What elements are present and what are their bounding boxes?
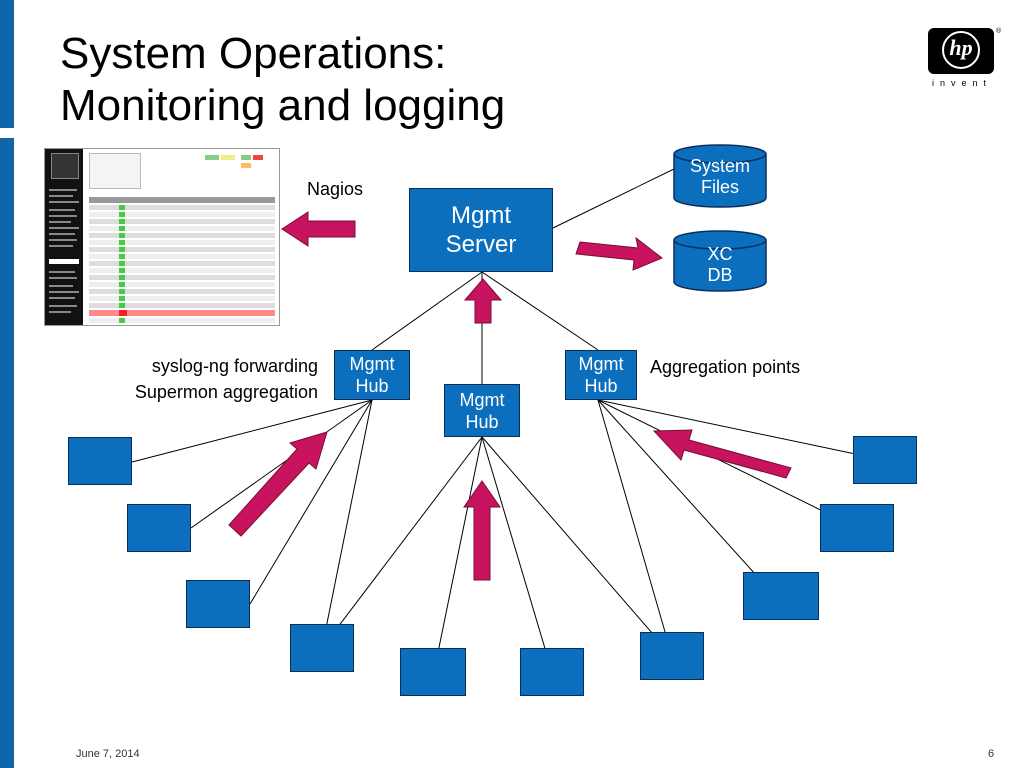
screenshot-service-table xyxy=(89,197,275,323)
edge-hub-left-leaf-2 xyxy=(190,399,373,529)
edge-hub-center-leaf-2 xyxy=(433,436,483,673)
edge-server-system-files xyxy=(552,167,677,229)
edge-hub-right-leaf-1 xyxy=(597,399,673,657)
leaf-node-3 xyxy=(186,580,250,628)
system-files-cylinder xyxy=(673,154,767,208)
edge-server-hub-left xyxy=(371,271,483,351)
screenshot-status-totals xyxy=(205,155,263,168)
edge-hub-center-leaf-4 xyxy=(481,436,673,657)
leaf-node-1 xyxy=(68,437,132,485)
slide-sidebar-bar xyxy=(0,0,14,768)
mgmt-hub-left-box: Mgmt Hub xyxy=(334,350,410,400)
hp-logo-registered: ® xyxy=(996,28,1002,35)
nagios-screenshot-thumbnail xyxy=(44,148,280,326)
title-line-2: Monitoring and logging xyxy=(60,81,506,130)
edge-hub-right-leaf-4 xyxy=(597,399,885,461)
hp-logo-mark: hp xyxy=(949,35,973,60)
xc-db-label: XC DB xyxy=(707,244,733,285)
hp-logo-tagline: invent xyxy=(932,78,993,88)
mgmt-hub-center-box: Mgmt Hub xyxy=(444,384,520,437)
edge-hub-center-leaf-3 xyxy=(481,436,553,673)
slide-title: System Operations: Monitoring and loggin… xyxy=(60,28,505,132)
leaf-node-10 xyxy=(853,436,917,484)
footer-date: June 7, 2014 xyxy=(76,748,140,760)
edge-server-hub-right xyxy=(481,271,599,351)
sidebar-gap xyxy=(0,128,14,138)
xc-db-cylinder-top xyxy=(673,230,767,250)
arrow-leaves-to-hub-right xyxy=(652,429,792,479)
leaf-node-8 xyxy=(743,572,819,620)
title-line-1: System Operations: xyxy=(60,29,447,78)
screenshot-hp-logo xyxy=(51,153,79,179)
edge-hub-left-leaf-4 xyxy=(321,399,373,649)
system-files-label: System Files xyxy=(689,156,750,197)
edge-hub-center-leaf-1 xyxy=(321,436,483,649)
arrow-leaves-to-hub-center xyxy=(463,480,501,581)
arrow-hub-to-server xyxy=(463,278,503,324)
system-files-cylinder-top xyxy=(673,144,767,164)
edge-hub-left-leaf-3 xyxy=(249,399,373,605)
edge-hub-right-leaf-2 xyxy=(597,399,776,597)
hp-logo: hp ® invent xyxy=(928,28,1002,90)
hp-logo-circle xyxy=(942,31,980,69)
leaf-node-7 xyxy=(640,632,704,680)
arrow-leaves-to-hub-left xyxy=(228,431,328,537)
page-number: 6 xyxy=(988,748,995,760)
mgmt-server-box: Mgmt Server xyxy=(409,188,553,272)
screenshot-sidebar xyxy=(45,149,83,325)
left-hub-note: syslog-ng forwarding Supermon aggregatio… xyxy=(134,356,318,402)
screenshot-header-box xyxy=(89,153,141,189)
edge-hub-right-leaf-3 xyxy=(597,399,858,529)
arrow-server-to-xcdb xyxy=(575,236,663,271)
edge-hub-left-leaf-1 xyxy=(131,399,373,463)
nagios-label: Nagios xyxy=(307,179,364,199)
leaf-node-4 xyxy=(290,624,354,672)
arrow-to-nagios xyxy=(281,211,356,247)
leaf-node-6 xyxy=(520,648,584,696)
leaf-node-2 xyxy=(127,504,191,552)
mgmt-hub-right-box: Mgmt Hub xyxy=(565,350,637,400)
leaf-node-9 xyxy=(820,504,894,552)
xc-db-cylinder xyxy=(673,240,767,292)
aggregation-points-label: Aggregation points xyxy=(650,357,801,377)
leaf-node-5 xyxy=(400,648,466,696)
